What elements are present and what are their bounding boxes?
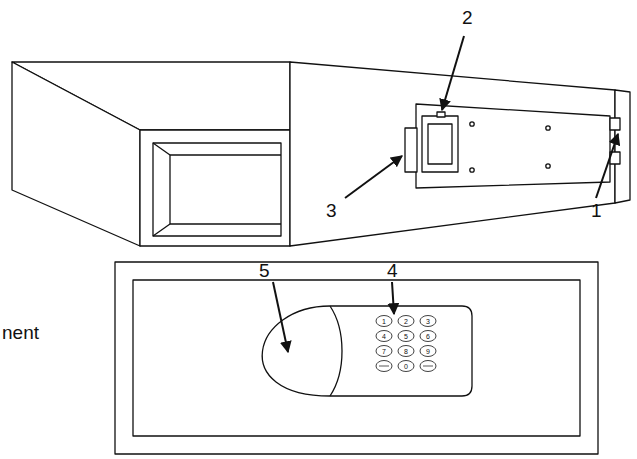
door	[290, 62, 615, 246]
side-text: nent	[2, 323, 39, 342]
lock-housing	[416, 104, 610, 188]
keypad-digit: 4	[377, 333, 391, 340]
keypad-digit: 0	[399, 363, 413, 370]
callout-number: 2	[462, 8, 473, 27]
opening	[153, 143, 281, 236]
keypad-digit: 2	[399, 318, 413, 325]
leader-arrows	[273, 36, 618, 352]
callout-number: 1	[591, 201, 602, 220]
door-edge	[615, 90, 630, 203]
callout-number: 3	[326, 201, 337, 220]
callout-number: 5	[259, 261, 270, 280]
front-panel-inner	[133, 280, 580, 436]
keypad-digit: 5	[399, 333, 413, 340]
keypad-digit: 3	[421, 318, 435, 325]
display-window	[330, 306, 342, 396]
keypad-digit: 9	[421, 348, 435, 355]
body-front	[140, 130, 290, 246]
front-panel	[115, 262, 598, 454]
control-panel	[262, 306, 472, 396]
battery-box	[422, 116, 458, 172]
keypad	[376, 316, 436, 372]
keypad-digit: 8	[399, 348, 413, 355]
keypad-digit: 1	[377, 318, 391, 325]
body-side	[12, 62, 140, 246]
callout-number: 4	[387, 261, 398, 280]
locking-bolt	[610, 118, 620, 130]
keypad-digit: 6	[421, 333, 435, 340]
keypad-digit: 7	[377, 348, 391, 355]
bolt-plate	[405, 128, 417, 172]
